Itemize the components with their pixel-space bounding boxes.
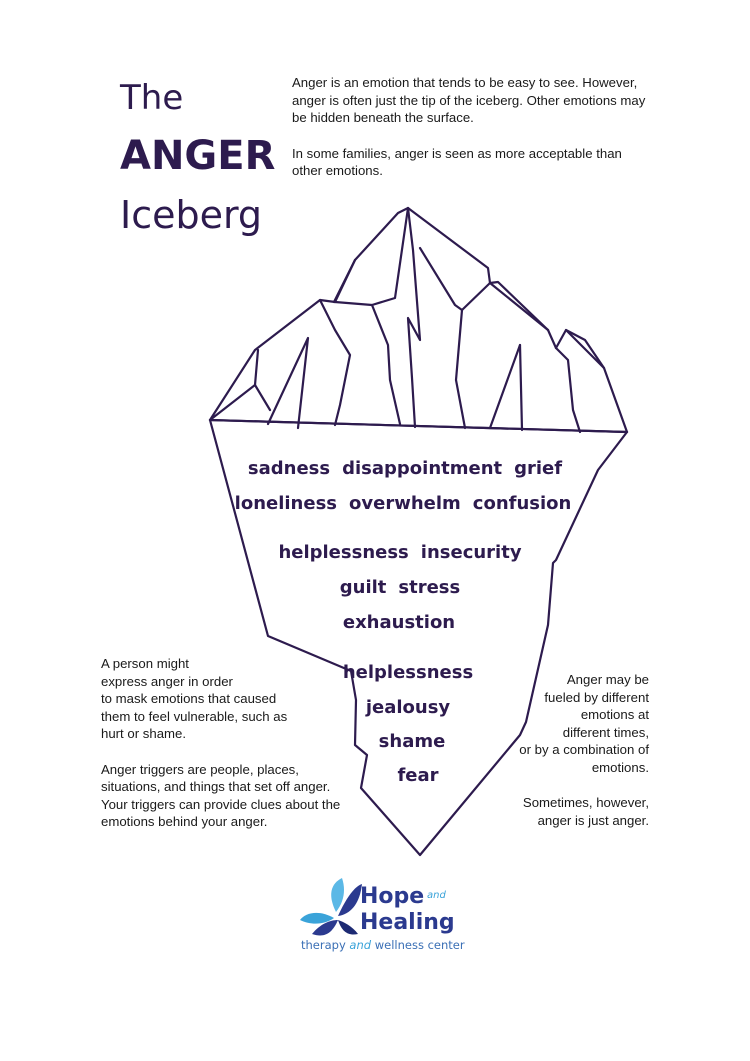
title-the: The xyxy=(120,78,184,118)
left-note: A person might express anger in order to… xyxy=(101,655,371,849)
right-note-paragraph-1: Anger may be fueled by different emotion… xyxy=(519,672,649,775)
logo-word-healing: Healing xyxy=(360,910,455,935)
tagline-therapy: therapy xyxy=(301,938,346,952)
intro-text: Anger is an emotion that tends to be eas… xyxy=(292,74,652,198)
title-anger: ANGER xyxy=(120,133,276,179)
left-note-paragraph-1: A person might express anger in order to… xyxy=(101,656,288,741)
emotion-word: helplessness xyxy=(342,662,474,683)
emotion-word: stress xyxy=(398,577,461,598)
left-note-paragraph-2: Anger triggers are people, places, situa… xyxy=(101,761,341,830)
right-note: Anger may be fueled by different emotion… xyxy=(429,671,649,847)
intro-paragraph-2: In some families, anger is seen as more … xyxy=(292,145,622,179)
emotion-row: helplessness xyxy=(8,662,750,683)
emotion-word: shame xyxy=(378,731,446,752)
intro-paragraph-1: Anger is an emotion that tends to be eas… xyxy=(292,75,646,125)
emotion-word: insecurity xyxy=(420,542,522,563)
emotion-word: loneliness xyxy=(234,493,338,514)
emotion-word: helplessness xyxy=(278,542,409,563)
emotion-row: shame xyxy=(12,731,750,752)
iceberg-waterline xyxy=(208,418,629,434)
emotion-word: guilt xyxy=(339,577,387,598)
right-note-paragraph-2: Sometimes, however, anger is just anger. xyxy=(522,795,649,828)
logo-word-and: and xyxy=(427,890,446,901)
emotion-word: sadness xyxy=(247,458,331,479)
logo-word-hope: Hope xyxy=(360,884,425,909)
tagline-wellness: wellness center xyxy=(374,938,465,952)
iceberg-underwater-outline xyxy=(208,418,629,857)
title-iceberg: Iceberg xyxy=(120,193,263,237)
emotion-row: fear xyxy=(18,765,750,786)
emotion-row: helplessness insecurity xyxy=(0,542,750,563)
logo-tagline: therapy and wellness center xyxy=(301,938,465,952)
emotion-word: exhaustion xyxy=(342,612,456,633)
emotion-word: grief xyxy=(514,458,563,479)
emotion-word: overwhelm xyxy=(349,493,461,514)
emotion-word: confusion xyxy=(472,493,572,514)
emotion-word: jealousy xyxy=(365,697,451,718)
tagline-and: and xyxy=(349,938,372,952)
butterfly-icon xyxy=(300,878,362,936)
emotion-word: fear xyxy=(397,765,439,786)
emotion-row: exhaustion xyxy=(0,612,750,633)
emotion-row: sadness disappointment grief xyxy=(5,458,750,479)
emotion-row: guilt stress xyxy=(0,577,750,598)
emotion-word: disappointment xyxy=(342,458,503,479)
emotion-row: loneliness overwhelm confusion xyxy=(3,493,750,514)
emotion-row: jealousy xyxy=(8,697,750,718)
